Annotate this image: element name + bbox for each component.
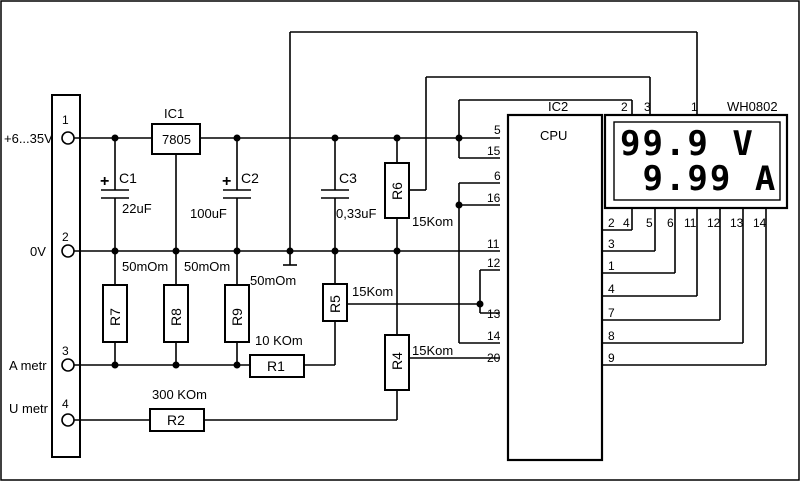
capacitor-c3: C3 0,33uF — [321, 170, 377, 221]
ic1-ref: IC1 — [164, 106, 184, 121]
display-bottom-pin-11: 11 — [684, 216, 697, 230]
capacitor-c2: + C2 100uF — [190, 170, 259, 221]
display-top-pin-2: 2 — [621, 100, 628, 114]
c1-plus: + — [100, 173, 109, 190]
c3-value: 0,33uF — [336, 206, 377, 221]
ic2-cpu: IC2 CPU 5 15 6 16 11 12 13 14 20 2 3 1 4… — [487, 99, 615, 462]
lcd-display: WH0802 99.9 V 9.99 A 2 3 1 4 5 6 11 12 1… — [603, 99, 789, 230]
r6-ref: R6 — [389, 182, 405, 200]
c2-ref: C2 — [241, 170, 259, 186]
resistor-r9: R9 50mOm — [224, 273, 296, 343]
resistor-r1: R1 10 KOm — [249, 333, 305, 378]
resistor-r6: R6 15Kom — [384, 162, 453, 229]
r6-value: 15Kom — [412, 214, 453, 229]
display-model: WH0802 — [727, 99, 778, 114]
display-top-pin-3: 3 — [644, 100, 651, 114]
c1-ref: C1 — [119, 170, 137, 186]
r9-value: 50mOm — [250, 273, 296, 288]
resistor-r7: R7 50mOm — [102, 259, 168, 343]
r5-ref: R5 — [327, 295, 343, 313]
terminal-4 — [61, 413, 75, 427]
ic2-pin-8: 8 — [608, 329, 615, 343]
terminal-1 — [61, 131, 75, 145]
ic2-pin-4: 4 — [608, 282, 615, 296]
display-line-1: 99.9 V — [620, 124, 755, 164]
r1-ref: R1 — [267, 358, 285, 374]
ic2-pin-6: 6 — [494, 169, 501, 183]
terminal-3 — [61, 358, 75, 372]
ic2-pin-9: 9 — [608, 351, 615, 365]
ic2-pin-16: 16 — [487, 191, 501, 205]
label-a-metr: A metr — [9, 358, 47, 373]
terminal-1-number: 1 — [62, 113, 69, 127]
ic2-pin-15: 15 — [487, 144, 501, 158]
ic2-pin-1: 1 — [608, 259, 615, 273]
ic2-ref: IC2 — [548, 99, 568, 114]
r7-value: 50mOm — [122, 259, 168, 274]
c1-value: 22uF — [122, 201, 152, 216]
lcd-screen — [613, 121, 781, 201]
c2-value: 100uF — [190, 206, 227, 221]
r4-value: 15Kom — [412, 343, 453, 358]
r5-value: 15Kom — [352, 284, 393, 299]
terminal-2-number: 2 — [62, 230, 69, 244]
wires — [74, 31, 767, 421]
ic2-pin-3: 3 — [608, 237, 615, 251]
label-u-metr: U metr — [9, 401, 49, 416]
resistor-r2: R2 300 KOm — [149, 387, 207, 432]
ic2-pin-5: 5 — [494, 123, 501, 137]
r2-value: 300 KOm — [152, 387, 207, 402]
display-line-2: 9.99 A — [620, 159, 777, 199]
ic2-pin-12: 12 — [487, 256, 501, 270]
r4-ref: R4 — [389, 352, 405, 370]
r8-value: 50mOm — [184, 259, 230, 274]
junctions — [111, 134, 484, 369]
ic2-pin-11: 11 — [487, 237, 500, 251]
resistor-r5: R5 15Kom — [322, 283, 393, 322]
ic2-name: CPU — [540, 128, 567, 143]
r9-ref: R9 — [229, 308, 245, 326]
connector-body — [51, 94, 81, 458]
label-supply: +6...35V — [4, 131, 53, 146]
display-bottom-pin-4: 4 — [623, 216, 630, 230]
display-bottom-pin-5: 5 — [646, 216, 653, 230]
r8-ref: R8 — [168, 308, 184, 326]
label-ground: 0V — [30, 244, 46, 259]
display-bottom-pin-14: 14 — [753, 216, 767, 230]
display-bottom-pin-12: 12 — [707, 216, 721, 230]
terminal-3-number: 3 — [62, 344, 69, 358]
ic1-part: 7805 — [162, 132, 191, 147]
ic1-regulator: 7805 IC1 — [151, 106, 201, 155]
resistor-r4: R4 15Kom — [384, 334, 453, 391]
c2-plus: + — [222, 173, 231, 190]
terminal-2 — [61, 244, 75, 258]
ic2-pin-7: 7 — [608, 306, 615, 320]
ic2-pin-2: 2 — [608, 216, 615, 230]
display-bottom-pin-6: 6 — [667, 216, 674, 230]
r1-value: 10 KOm — [255, 333, 303, 348]
resistor-r8: R8 50mOm — [163, 259, 230, 343]
r2-ref: R2 — [167, 412, 185, 428]
ic2-pin-13: 13 — [487, 307, 501, 321]
display-top-pin-1: 1 — [691, 100, 698, 114]
terminal-4-number: 4 — [62, 397, 69, 411]
c3-ref: C3 — [339, 170, 357, 186]
ic2-pin-14: 14 — [487, 329, 501, 343]
capacitor-c1: + C1 22uF — [100, 170, 152, 216]
display-bottom-pin-13: 13 — [730, 216, 744, 230]
ic2-pin-20: 20 — [487, 351, 501, 365]
r7-ref: R7 — [107, 308, 123, 326]
